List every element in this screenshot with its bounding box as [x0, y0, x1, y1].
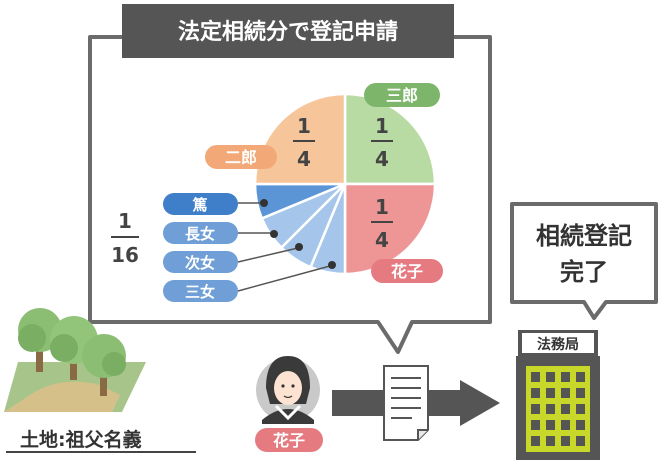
land-illustration — [4, 308, 146, 412]
completion-bubble: 相続登記 完了 — [510, 202, 658, 320]
tree-icon — [82, 334, 126, 396]
pie-slice-hanako — [343, 182, 437, 276]
building-window — [546, 388, 555, 398]
building-window — [531, 420, 540, 430]
label-hanako: 花子 — [371, 259, 443, 283]
svg-text:4: 4 — [297, 147, 311, 171]
svg-text:1: 1 — [118, 209, 132, 233]
label-chojo: 長女 — [163, 222, 238, 244]
person-avatar — [256, 356, 320, 424]
building-window — [531, 404, 540, 414]
building-window — [576, 404, 585, 414]
svg-text:長女: 長女 — [185, 225, 215, 243]
title-text: 法定相続分で登記申請 — [178, 19, 398, 45]
title-banner: 法定相続分で登記申請 — [122, 4, 454, 58]
label-sanjo: 三女 — [163, 280, 238, 302]
person-name-pill: 花子 — [255, 428, 323, 452]
leader-dots — [260, 199, 336, 269]
svg-text:1: 1 — [375, 195, 389, 219]
building-window — [561, 436, 570, 446]
building-window — [546, 404, 555, 414]
svg-text:花子: 花子 — [273, 431, 305, 450]
fraction-hanako: 1 4 — [371, 195, 393, 252]
label-saburo: 三郎 — [364, 83, 440, 107]
svg-text:完了: 完了 — [560, 258, 608, 286]
svg-text:花子: 花子 — [391, 262, 423, 281]
building-window — [561, 388, 570, 398]
leader-lines — [237, 202, 331, 292]
label-jiro: 二郎 — [205, 145, 277, 169]
label-jijo: 次女 — [163, 251, 238, 273]
fraction-saburo: 1 4 — [371, 114, 393, 171]
fraction-jiro: 1 4 — [293, 114, 315, 171]
building-window — [561, 404, 570, 414]
document-icon — [383, 365, 429, 441]
pie-slice-jiro — [253, 92, 347, 186]
inheritance-pie-chart — [253, 92, 437, 276]
building-window — [576, 436, 585, 446]
svg-text:1: 1 — [297, 114, 311, 138]
svg-text:4: 4 — [375, 147, 389, 171]
building-window — [531, 372, 540, 382]
label-atsushi: 篤 — [163, 193, 238, 215]
fraction-daughters: 1 16 — [111, 209, 139, 267]
office-building-icon: 法務局 — [516, 330, 600, 460]
building-window — [576, 388, 585, 398]
svg-text:4: 4 — [375, 228, 389, 252]
svg-text:16: 16 — [111, 243, 139, 267]
svg-text:相続登記: 相続登記 — [536, 222, 632, 250]
building-window — [546, 420, 555, 430]
pie-slice-saburo — [343, 92, 437, 186]
land-caption: 土地:祖父名義 — [6, 428, 196, 453]
svg-text:1: 1 — [375, 114, 389, 138]
building-window — [561, 420, 570, 430]
svg-text:三女: 三女 — [185, 283, 215, 301]
svg-text:法務局: 法務局 — [537, 336, 579, 353]
building-window — [546, 372, 555, 382]
building-window — [576, 420, 585, 430]
svg-text:土地:祖父名義: 土地:祖父名義 — [20, 428, 142, 451]
building-window — [561, 372, 570, 382]
svg-text:三郎: 三郎 — [386, 86, 418, 105]
svg-text:次女: 次女 — [185, 254, 215, 272]
building-window — [531, 388, 540, 398]
svg-text:二郎: 二郎 — [225, 148, 257, 167]
building-window — [576, 372, 585, 382]
svg-text:篤: 篤 — [192, 196, 207, 214]
building-window — [531, 436, 540, 446]
building-window — [546, 436, 555, 446]
